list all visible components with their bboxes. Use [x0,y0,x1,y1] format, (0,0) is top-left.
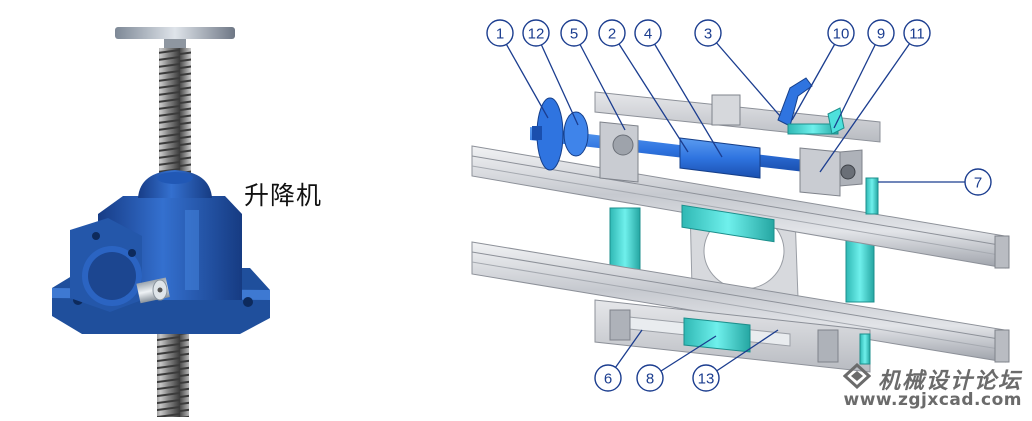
callout-leader-12 [535,32,579,126]
lower-linear-block [683,317,751,353]
callout-circle-4 [634,19,662,47]
screw-jack-caption: 升降机 [244,181,323,210]
callout-circle-10 [827,19,855,47]
callout-circle-2 [598,19,626,47]
lifting-screw-lower [157,322,189,417]
link-rod [865,177,879,215]
callout-leader-5 [573,32,626,131]
mechanism-diagram: 1 12 5 2 4 3 10 9 11 7 6 8 13 [460,0,1032,417]
callout-circle-13 [692,364,720,392]
callout-circle-1 [486,19,514,47]
callout-label-7: 7 [974,175,982,192]
lower-right-support [817,329,839,363]
callout-circle-7 [964,168,992,196]
screw-jack-illustration [52,27,270,417]
callout-circle-9 [867,19,895,47]
callout-label-12: 12 [528,26,545,43]
callout-circle-8 [636,364,664,392]
top-plate [115,27,235,39]
callout-label-6: 6 [604,371,612,388]
callout-circle-11 [903,19,931,47]
screw-nut-block [679,137,761,179]
vertical-guide-left [609,207,641,271]
screw-jack-photo: 升降机 [0,0,360,417]
callout-label-11: 11 [909,26,925,43]
callout-label-8: 8 [646,371,654,388]
mechanism-diagram-svg: 1 12 5 2 4 3 10 9 11 7 6 8 13 [471,19,1010,392]
upper-linear-block [681,204,775,243]
lifting-screw-upper [159,48,191,178]
lower-left-support [609,309,631,341]
callout-leader-10 [791,32,842,121]
callout-label-10: 10 [833,26,850,43]
callout-label-5: 5 [570,26,578,43]
callout-circle-12 [522,19,550,47]
callout-circle-3 [694,19,722,47]
callout-circle-6 [594,364,622,392]
callout-leader-2 [611,32,689,153]
callout-leader-3 [707,32,781,117]
bearing-nut [840,164,856,180]
callout-leader-11 [819,32,918,173]
callout-leader-4 [647,32,723,158]
callout-label-9: 9 [877,26,885,43]
watermark-forum-name: 机械设计论坛 [877,368,1022,394]
callout-label-13: 13 [698,371,715,388]
callout-layer: 1 12 5 2 4 3 10 9 11 7 6 8 13 [486,19,992,392]
callout-leader-9 [833,32,882,129]
callout-leader-13 [705,329,779,379]
upper-mount-block [711,94,741,126]
callout-label-4: 4 [644,26,652,43]
vertical-guide-right [845,239,875,303]
callout-leader-1 [499,32,549,119]
watermark-url: www.zgjxcad.com [843,390,1022,410]
callout-circle-5 [560,19,588,47]
callout-label-3: 3 [704,26,712,43]
callout-label-2: 2 [608,26,616,43]
handwheel-hub [563,111,589,157]
lower-rail-end [994,329,1010,363]
mounting-hole [243,297,253,307]
forum-logo-icon [843,363,871,389]
plate-neck [164,39,186,49]
callout-label-1: 1 [496,26,504,43]
upper-rail-end [994,235,1010,269]
